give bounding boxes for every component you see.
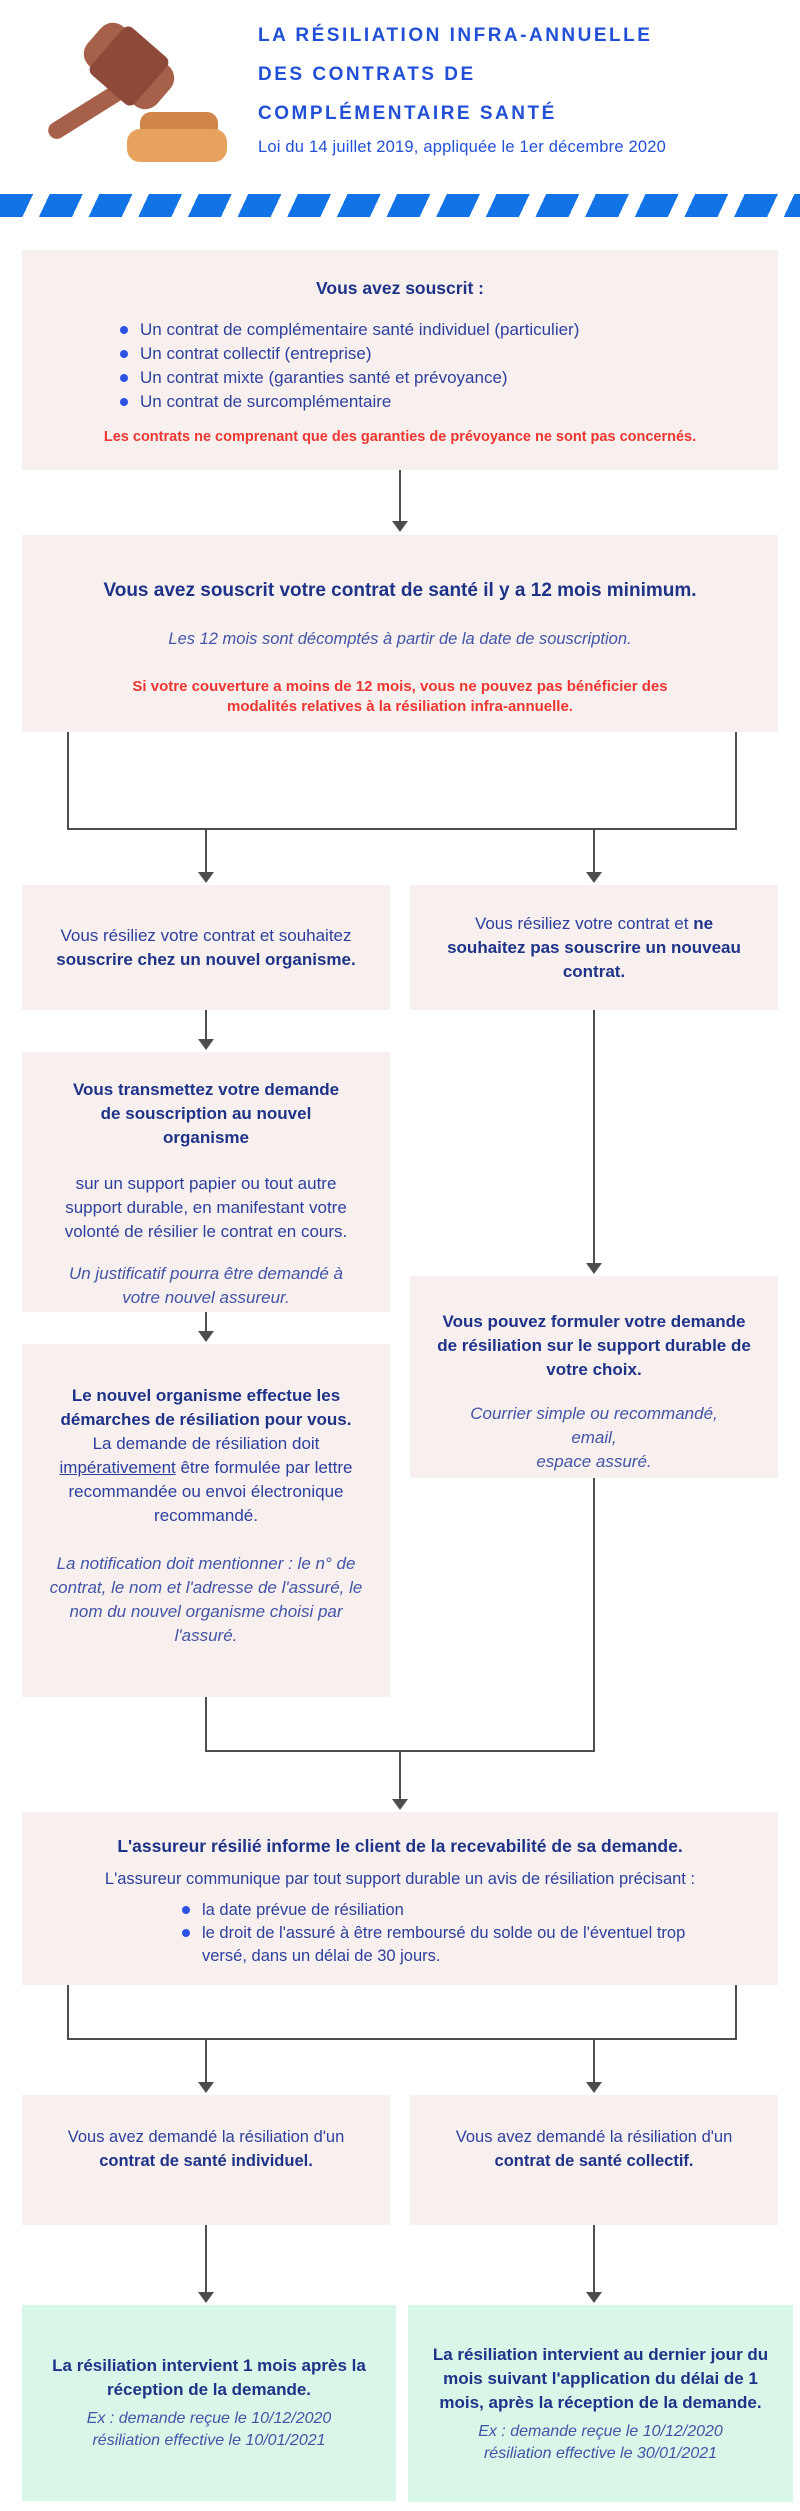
down-arrow-icon	[585, 2040, 603, 2093]
green-collectif-example: Ex : demande reçue le 10/12/2020 résilia…	[431, 2421, 771, 2465]
box-12-mois: Vous avez souscrit votre contrat de sant…	[22, 535, 778, 732]
down-arrow-icon	[197, 2040, 215, 2093]
list-item: Un contrat mixte (garanties santé et pré…	[120, 366, 740, 390]
box-demande-collectif: Vous avez demandé la résiliation d'un co…	[410, 2095, 778, 2225]
list-item: la date prévue de résiliation	[182, 1899, 742, 1922]
box-text: Vous avez demandé la résiliation d'un	[67, 2128, 345, 2146]
box-demande-individuel: Vous avez demandé la résiliation d'un co…	[22, 2095, 390, 2225]
list-item: le droit de l'assuré à être remboursé du…	[182, 1922, 742, 1968]
page-title: LA RÉSILIATION INFRA-ANNUELLE DES CONTRA…	[258, 16, 788, 133]
box-text-bold: contrat de santé collectif.	[494, 2152, 694, 2170]
avis-list: la date prévue de résiliation le droit d…	[182, 1899, 742, 1968]
down-arrow-icon	[585, 830, 603, 883]
box-text-bold: souscrire chez un nouvel organisme.	[56, 949, 356, 969]
title-line-3: COMPLÉMENTAIRE SANTÉ	[258, 103, 557, 124]
box-text: Vous résiliez votre contrat et souhaitez	[60, 925, 352, 945]
note-line: email,	[571, 1428, 617, 1447]
box-resilier-sans-souscrire: Vous résiliez votre contrat et ne souhai…	[410, 885, 778, 1010]
box-demarches-body: La demande de résiliation doit	[92, 1434, 320, 1453]
example-line: résiliation effective le 30/01/2021	[483, 2444, 718, 2462]
down-arrow-icon	[197, 830, 215, 883]
box-text: Vous résiliez votre contrat et	[474, 913, 694, 933]
list-item-label: Un contrat de complémentaire santé indiv…	[140, 320, 580, 339]
box-demarches-resiliation: Le nouvel organisme effectue les démarch…	[22, 1344, 390, 1697]
box-assureur-body: L'assureur communique par tout support d…	[104, 1870, 696, 1888]
list-item: Un contrat de complémentaire santé indiv…	[120, 318, 740, 342]
example-line: résiliation effective le 10/01/2021	[92, 2432, 326, 2449]
connector-line	[205, 1750, 595, 1752]
box-demarches-heading: Le nouvel organisme effectue les démarch…	[60, 1386, 352, 1429]
bullet-icon	[120, 326, 128, 334]
box-souscrit-heading: Vous avez souscrit :	[316, 278, 484, 298]
box-transmettez-heading: Vous transmettez votre demande de souscr…	[72, 1080, 340, 1147]
box-demarches-body-end: être formulée par lettre recommandée ou …	[68, 1458, 353, 1525]
bullet-icon	[182, 1906, 190, 1914]
connector-line	[593, 1478, 595, 1752]
down-arrow-icon	[585, 2225, 603, 2303]
box-text-bold: contrat de santé individuel.	[99, 2152, 313, 2170]
box-transmettez-demande: Vous transmettez votre demande de souscr…	[22, 1052, 390, 1312]
example-line: Ex : demande reçue le 10/12/2020	[478, 2422, 723, 2440]
contract-type-list: Un contrat de complémentaire santé indiv…	[120, 318, 740, 414]
down-arrow-icon	[391, 1752, 409, 1810]
box-formuler-heading: Vous pouvez formuler votre demande de ré…	[437, 1312, 751, 1379]
green-collectif-heading: La résiliation intervient au dernier jou…	[432, 2344, 769, 2412]
note-line: espace assuré.	[536, 1452, 652, 1471]
bullet-icon	[120, 398, 128, 406]
split-connector	[67, 1985, 737, 2040]
list-item-label: Un contrat mixte (garanties santé et pré…	[140, 368, 508, 387]
box-demarches-note: La notification doit mentionner : le n° …	[49, 1554, 363, 1645]
box-formuler-demande: Vous pouvez formuler votre demande de ré…	[410, 1276, 778, 1478]
box-assureur-heading: L'assureur résilié informe le client de …	[117, 1836, 683, 1856]
down-arrow-icon	[585, 1010, 603, 1274]
page-subtitle: Loi du 14 juillet 2019, appliquée le 1er…	[258, 138, 667, 156]
box-vous-avez-souscrit: Vous avez souscrit : Un contrat de compl…	[22, 250, 778, 470]
title-line-1: LA RÉSILIATION INFRA-ANNUELLE	[258, 25, 653, 46]
list-item: Un contrat de surcomplémentaire	[120, 390, 740, 414]
box-text: Vous avez demandé la résiliation d'un	[455, 2128, 733, 2146]
list-item-label: Un contrat collectif (entreprise)	[140, 344, 372, 363]
down-arrow-icon	[197, 2225, 215, 2303]
green-box-resiliation-individuel: La résiliation intervient 1 mois après l…	[22, 2305, 396, 2501]
box-12mois-heading: Vous avez souscrit votre contrat de sant…	[103, 580, 697, 601]
note-line: Courrier simple ou recommandé,	[470, 1404, 718, 1423]
bullet-icon	[120, 350, 128, 358]
striped-divider	[0, 194, 800, 217]
box-12mois-warning: Si votre couverture a moins de 12 mois, …	[132, 678, 668, 715]
down-arrow-icon	[197, 1010, 215, 1050]
bullet-icon	[120, 374, 128, 382]
box-12mois-note: Les 12 mois sont décomptés à partir de l…	[168, 630, 632, 648]
green-individuel-example: Ex : demande reçue le 10/12/2020 résilia…	[39, 2408, 379, 2452]
down-arrow-icon	[391, 470, 409, 532]
box-souscrit-warning: Les contrats ne comprenant que des garan…	[103, 429, 697, 445]
green-individuel-heading: La résiliation intervient 1 mois après l…	[52, 2356, 366, 2399]
box-assureur-recevabilite: L'assureur résilié informe le client de …	[22, 1812, 778, 1985]
box-transmettez-body: sur un support papier ou tout autre supp…	[64, 1174, 348, 1241]
box-demarches-underlined-word: impérativement	[59, 1458, 176, 1477]
box-transmettez-note: Un justificatif pourra être demandé à vo…	[68, 1264, 344, 1307]
bullet-icon	[182, 1929, 190, 1937]
example-line: Ex : demande reçue le 10/12/2020	[86, 2410, 332, 2427]
box-resilier-souscrire: Vous résiliez votre contrat et souhaitez…	[22, 885, 390, 1010]
down-arrow-icon	[197, 1312, 215, 1342]
box-formuler-note: Courrier simple ou recommandé, email, es…	[429, 1402, 759, 1474]
list-item-label: Un contrat de surcomplémentaire	[140, 392, 392, 411]
connector-line	[205, 1697, 207, 1752]
box-text-bold: ne souhaitez pas souscrire un nouveau co…	[447, 913, 741, 981]
green-box-resiliation-collectif: La résiliation intervient au dernier jou…	[408, 2305, 793, 2502]
list-item: Un contrat collectif (entreprise)	[120, 342, 740, 366]
list-item-label: la date prévue de résiliation	[202, 1901, 404, 1919]
title-line-2: DES CONTRATS DE	[258, 64, 476, 85]
gavel-icon	[48, 22, 227, 162]
split-connector	[67, 732, 737, 830]
list-item-label: le droit de l'assuré à être remboursé du…	[202, 1924, 686, 1965]
